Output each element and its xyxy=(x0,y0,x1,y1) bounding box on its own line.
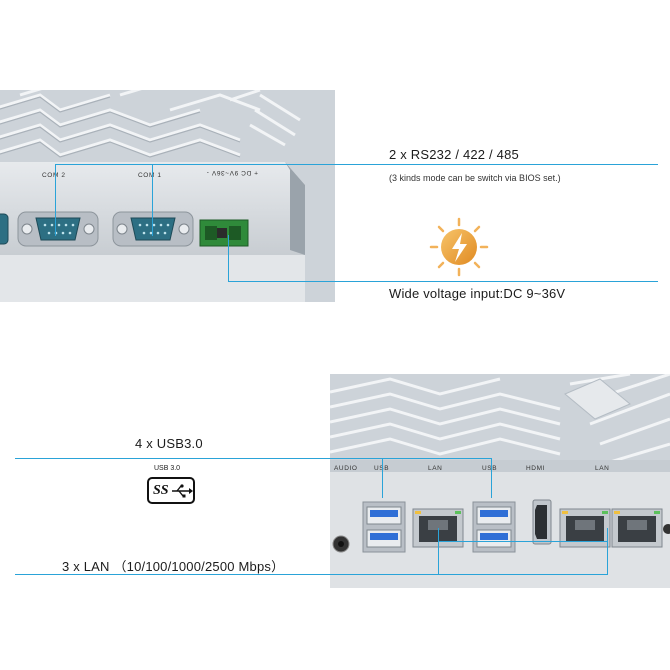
heatsink-fins xyxy=(0,90,301,157)
dc-input-label: + DC 9V~36V - xyxy=(206,169,258,176)
superspeed-text: SS xyxy=(153,482,169,498)
lan-callout-line xyxy=(15,574,608,575)
lan-label-1: LAN xyxy=(428,465,442,472)
device-photo-usb-lan: AUDIO USB LAN USB HDMI LAN xyxy=(330,374,670,588)
usb-label-1: USB xyxy=(374,465,389,472)
serial-ports-note: (3 kinds mode can be switch via BIOS set… xyxy=(389,173,561,183)
usb-callout-line xyxy=(15,458,492,459)
com1-label: COM 1 xyxy=(138,172,162,179)
dc-terminal-block xyxy=(199,219,249,247)
chassis-illustration-bottom: AUDIO USB LAN USB HDMI LAN xyxy=(330,374,670,588)
serial-callout-line xyxy=(55,164,658,165)
lan-callout-drop-2 xyxy=(607,528,608,574)
chassis-illustration-top: COM 2 COM 1 + DC 9V~36V - xyxy=(0,90,335,302)
usb-callout-drop-1 xyxy=(382,458,383,498)
hdmi-label: HDMI xyxy=(526,465,545,472)
lightning-bolt-icon xyxy=(428,216,490,278)
power-callout-line xyxy=(228,281,658,282)
usb-ports-title: 4 x USB3.0 xyxy=(135,436,203,451)
com2-label: COM 2 xyxy=(42,172,66,179)
lan-ports-title: 3 x LAN （10/100/1000/2500 Mbps） xyxy=(62,559,285,574)
audio-label: AUDIO xyxy=(334,465,358,472)
lan-callout-drop-1 xyxy=(438,528,439,574)
lan-port-2 xyxy=(559,508,611,548)
usb-callout-drop-2 xyxy=(491,458,492,498)
power-input-title: Wide voltage input:DC 9~36V xyxy=(389,286,566,301)
com1-port xyxy=(112,211,194,247)
hdmi-port xyxy=(532,499,552,545)
lan-label-2: LAN xyxy=(595,465,609,472)
usb-stack-1 xyxy=(362,501,406,553)
serial-callout-drop-com1 xyxy=(152,164,153,236)
lan-callout-link xyxy=(438,541,608,542)
device-photo-serial-power: COM 2 COM 1 + DC 9V~36V - xyxy=(0,90,335,302)
usb30-badge-label: USB 3.0 xyxy=(154,465,181,472)
lan-port-3 xyxy=(611,508,663,548)
power-callout-drop xyxy=(228,235,229,281)
usb-superspeed-logo: SS xyxy=(147,477,195,504)
serial-ports-title: 2 x RS232 / 422 / 485 xyxy=(389,147,519,162)
com2-port xyxy=(17,211,99,247)
usb-trident-icon xyxy=(171,483,193,497)
heatsink-fins-bottom xyxy=(330,374,670,464)
usb-stack-2 xyxy=(472,501,516,553)
serial-callout-drop-com2 xyxy=(55,164,56,236)
usb-label-2: USB xyxy=(482,465,497,472)
